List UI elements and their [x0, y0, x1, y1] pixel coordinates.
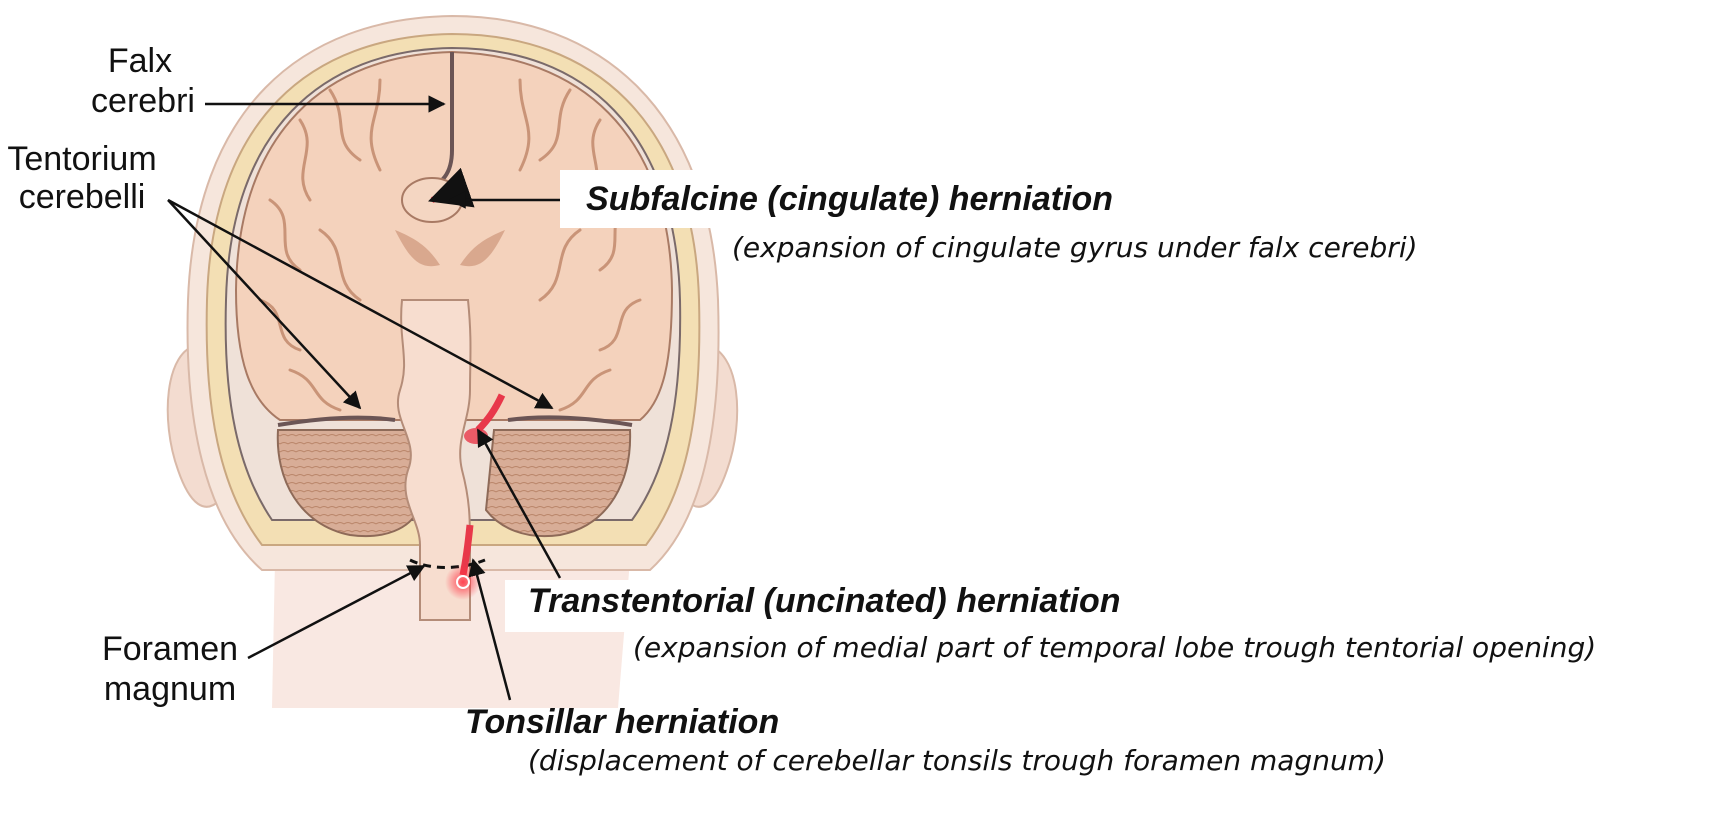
tentorium-cerebelli-left: [277, 415, 396, 427]
tentorium-leader-left: [167, 199, 362, 410]
tentorium-label-line2: cerebelli: [19, 178, 146, 216]
subfalcine-title: Subfalcine (cingulate) herniation: [586, 180, 1113, 218]
tentorium-label-line1: Tentorium: [7, 140, 156, 178]
falx-label-line1: Falx: [108, 42, 172, 80]
tentorium-cerebelli-right: [507, 415, 633, 427]
foramen-leader: [247, 564, 426, 660]
cerebellum-left: [276, 429, 420, 538]
transtentorial-herniation-arrow: [475, 393, 506, 433]
subfalcine-description: (expansion of cingulate gyrus under falx…: [732, 231, 1418, 264]
tonsillar-leader: [468, 558, 512, 701]
transtentorial-title: Transtentorial (uncinated) herniation: [528, 582, 1121, 620]
transtentorial-description: (expansion of medial part of temporal lo…: [633, 631, 1596, 664]
brainstem: [397, 299, 472, 621]
tentorium-leader-right: [167, 198, 554, 410]
foramen-label-line2: magnum: [104, 670, 236, 708]
foramen-magnum-outline: [409, 558, 486, 569]
transtentorial-leader: [476, 428, 562, 579]
foramen-label-line1: Foramen: [102, 630, 238, 668]
tonsillar-description: (displacement of cerebellar tonsils trou…: [528, 744, 1386, 777]
tonsillar-title: Tonsillar herniation: [465, 703, 779, 741]
falx-label-line2: cerebri: [91, 82, 195, 120]
